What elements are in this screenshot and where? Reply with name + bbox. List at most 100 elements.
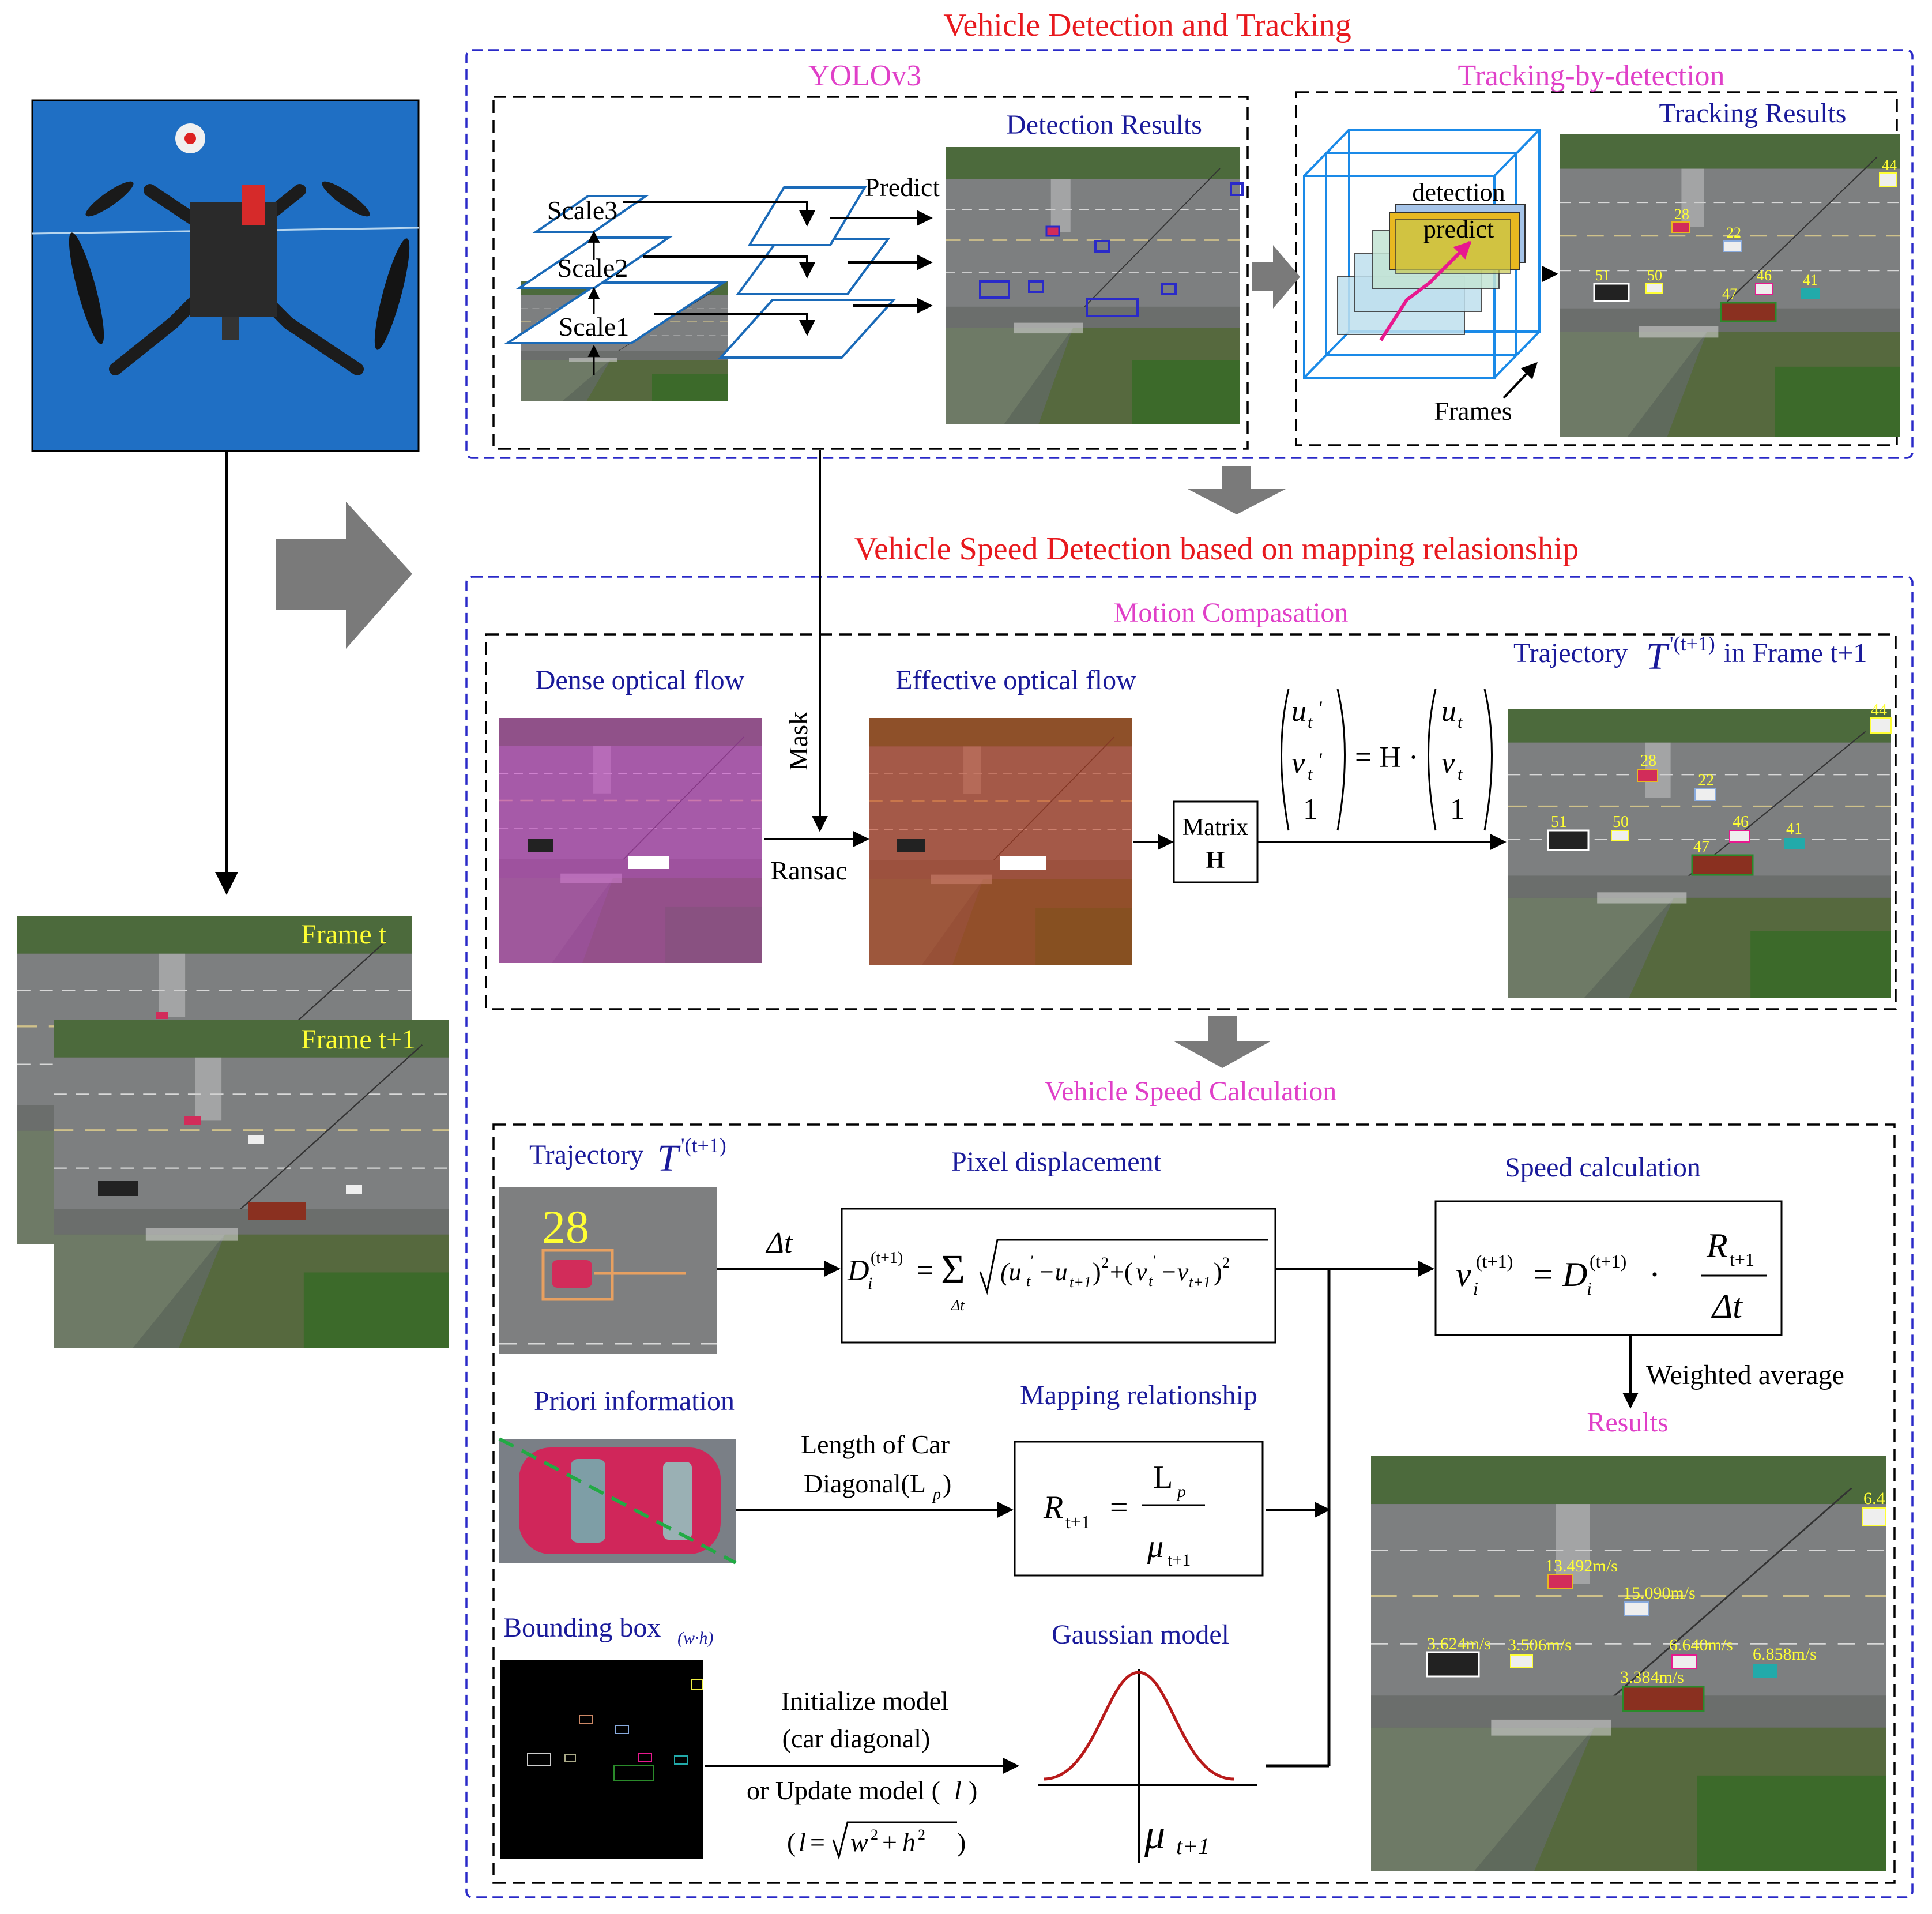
- scale3-label: Scale3: [547, 195, 618, 225]
- frames-label: Frames: [1434, 396, 1512, 426]
- frame-t-label: Frame t: [301, 919, 387, 950]
- mapping-label: Mapping relationship: [1020, 1380, 1257, 1411]
- frame-t1-label: Frame t+1: [301, 1024, 416, 1055]
- dense-flow-label: Dense optical flow: [536, 665, 745, 695]
- svg-text:p: p: [1176, 1482, 1186, 1501]
- feat-arrow-2: [643, 255, 815, 279]
- traj-id: 28: [1640, 752, 1656, 770]
- tracking-results-label: Tracking Results: [1659, 98, 1847, 129]
- svg-text:): ): [1214, 1258, 1222, 1286]
- speed-calc-title: Vehicle Speed Calculation: [1045, 1076, 1337, 1107]
- length-line1: Length of Car: [801, 1430, 950, 1459]
- svg-text:T: T: [1646, 636, 1670, 678]
- track-id: 44: [1882, 157, 1897, 174]
- speed-label: 6.640m/s: [1669, 1635, 1733, 1654]
- title-detection-tracking: Vehicle Detection and Tracking: [943, 7, 1351, 43]
- trajectory-symbol: T '(t+1): [1646, 632, 1715, 678]
- speed-formula-box: [1434, 1200, 1783, 1336]
- gaussian-label: Gaussian model: [1052, 1619, 1229, 1650]
- predict-label: Predict: [865, 172, 940, 202]
- svg-text:v: v: [1291, 747, 1305, 780]
- svg-text:': ': [1317, 697, 1323, 720]
- yolo-box: [492, 96, 1249, 450]
- svg-text:h: h: [902, 1827, 916, 1857]
- svg-text:p: p: [932, 1486, 941, 1503]
- speed-label: 13.492m/s: [1545, 1556, 1618, 1575]
- svg-text:2: 2: [1222, 1254, 1230, 1271]
- svg-text:μ: μ: [1147, 1529, 1163, 1565]
- svg-text:=: =: [1534, 1255, 1553, 1293]
- svg-text:): ): [969, 1776, 977, 1805]
- gaussian-curve: [1038, 1669, 1257, 1863]
- crop-id-label: 28: [542, 1201, 589, 1253]
- svg-text:2: 2: [1101, 1254, 1109, 1271]
- svg-text:t: t: [1458, 713, 1463, 732]
- mapping-formula-box: [1014, 1441, 1264, 1577]
- priori-car-image: [498, 1437, 737, 1565]
- track-id: 46: [1757, 267, 1772, 284]
- svg-text:u: u: [1441, 695, 1456, 728]
- speed-trajectory-symbol: T '(t+1): [657, 1134, 726, 1179]
- bottom-section-frame: [465, 576, 1914, 1898]
- svg-text:·: ·: [1649, 1255, 1660, 1293]
- svg-text:= H ·: = H ·: [1355, 741, 1418, 774]
- detection-results-label: Detection Results: [1006, 110, 1202, 140]
- tracking-results-image: [1560, 134, 1900, 437]
- svg-text:t+1: t+1: [1069, 1274, 1091, 1291]
- svg-text:Δt: Δt: [1711, 1287, 1743, 1325]
- speed-label: 3.624m/s: [1427, 1634, 1491, 1653]
- motion-box: [485, 633, 1897, 1010]
- init-line1: Initialize model: [781, 1686, 948, 1716]
- feat-arrow-1: [623, 201, 815, 227]
- speed-label: 3.384m/s: [1620, 1668, 1684, 1687]
- svg-text:'(t+1): '(t+1): [681, 1134, 726, 1157]
- svg-text:v: v: [1456, 1255, 1471, 1293]
- svg-text:': ': [1030, 1253, 1033, 1269]
- traj-id: 46: [1733, 813, 1749, 831]
- matrix-label: Matrix: [1182, 814, 1248, 841]
- svg-text:': ': [1152, 1253, 1155, 1269]
- svg-text:(: (: [787, 1827, 796, 1857]
- svg-text:R: R: [1043, 1490, 1063, 1525]
- track-id: 28: [1674, 206, 1689, 223]
- svg-text:v: v: [1136, 1258, 1147, 1286]
- svg-text:(w·h): (w·h): [677, 1629, 714, 1648]
- svg-text:': ': [1317, 749, 1323, 772]
- results-image: [1371, 1456, 1886, 1871]
- trajectory-crop-image: 28: [499, 1187, 717, 1354]
- track-id: 22: [1726, 224, 1741, 241]
- frames-arrow: [1502, 362, 1538, 399]
- big-gray-arrow: [276, 502, 412, 649]
- mapping-formula: R t+1 = L p μ t+1: [1043, 1460, 1205, 1570]
- tracking-predict-label: predict: [1423, 215, 1494, 243]
- svg-text:(t+1): (t+1): [1476, 1251, 1513, 1272]
- detection-results-image: [946, 147, 1244, 424]
- svg-text:u: u: [1291, 695, 1306, 728]
- tracking-detection-label: detection: [1412, 178, 1505, 206]
- ransac-label: Ransac: [771, 856, 848, 885]
- svg-text:t: t: [1308, 765, 1313, 784]
- svg-text:L: L: [1153, 1460, 1173, 1495]
- svg-text:2: 2: [918, 1826, 925, 1843]
- svg-text:i: i: [1587, 1278, 1592, 1299]
- motion-comp-title: Motion Compasation: [1114, 597, 1349, 628]
- svg-text:i: i: [1473, 1278, 1478, 1299]
- scale2-label: Scale2: [558, 253, 628, 283]
- svg-text:−v: −v: [1160, 1258, 1189, 1286]
- pixel-displacement-label: Pixel displacement: [951, 1146, 1162, 1177]
- svg-text:): ): [957, 1827, 966, 1857]
- svg-text:2: 2: [871, 1826, 878, 1843]
- traj-id: 50: [1613, 813, 1629, 831]
- delta-t-label: Δt: [766, 1227, 794, 1259]
- svg-text:t+1: t+1: [1168, 1551, 1191, 1570]
- svg-text:+(: +(: [1110, 1258, 1132, 1286]
- gray-arrow-down-2: [1173, 1016, 1271, 1068]
- svg-text:t: t: [1148, 1273, 1153, 1289]
- bbox-label: Bounding box: [503, 1612, 661, 1643]
- track-id: 50: [1647, 267, 1662, 284]
- scale-planes-left: [503, 195, 728, 344]
- priori-label: Priori information: [534, 1386, 735, 1416]
